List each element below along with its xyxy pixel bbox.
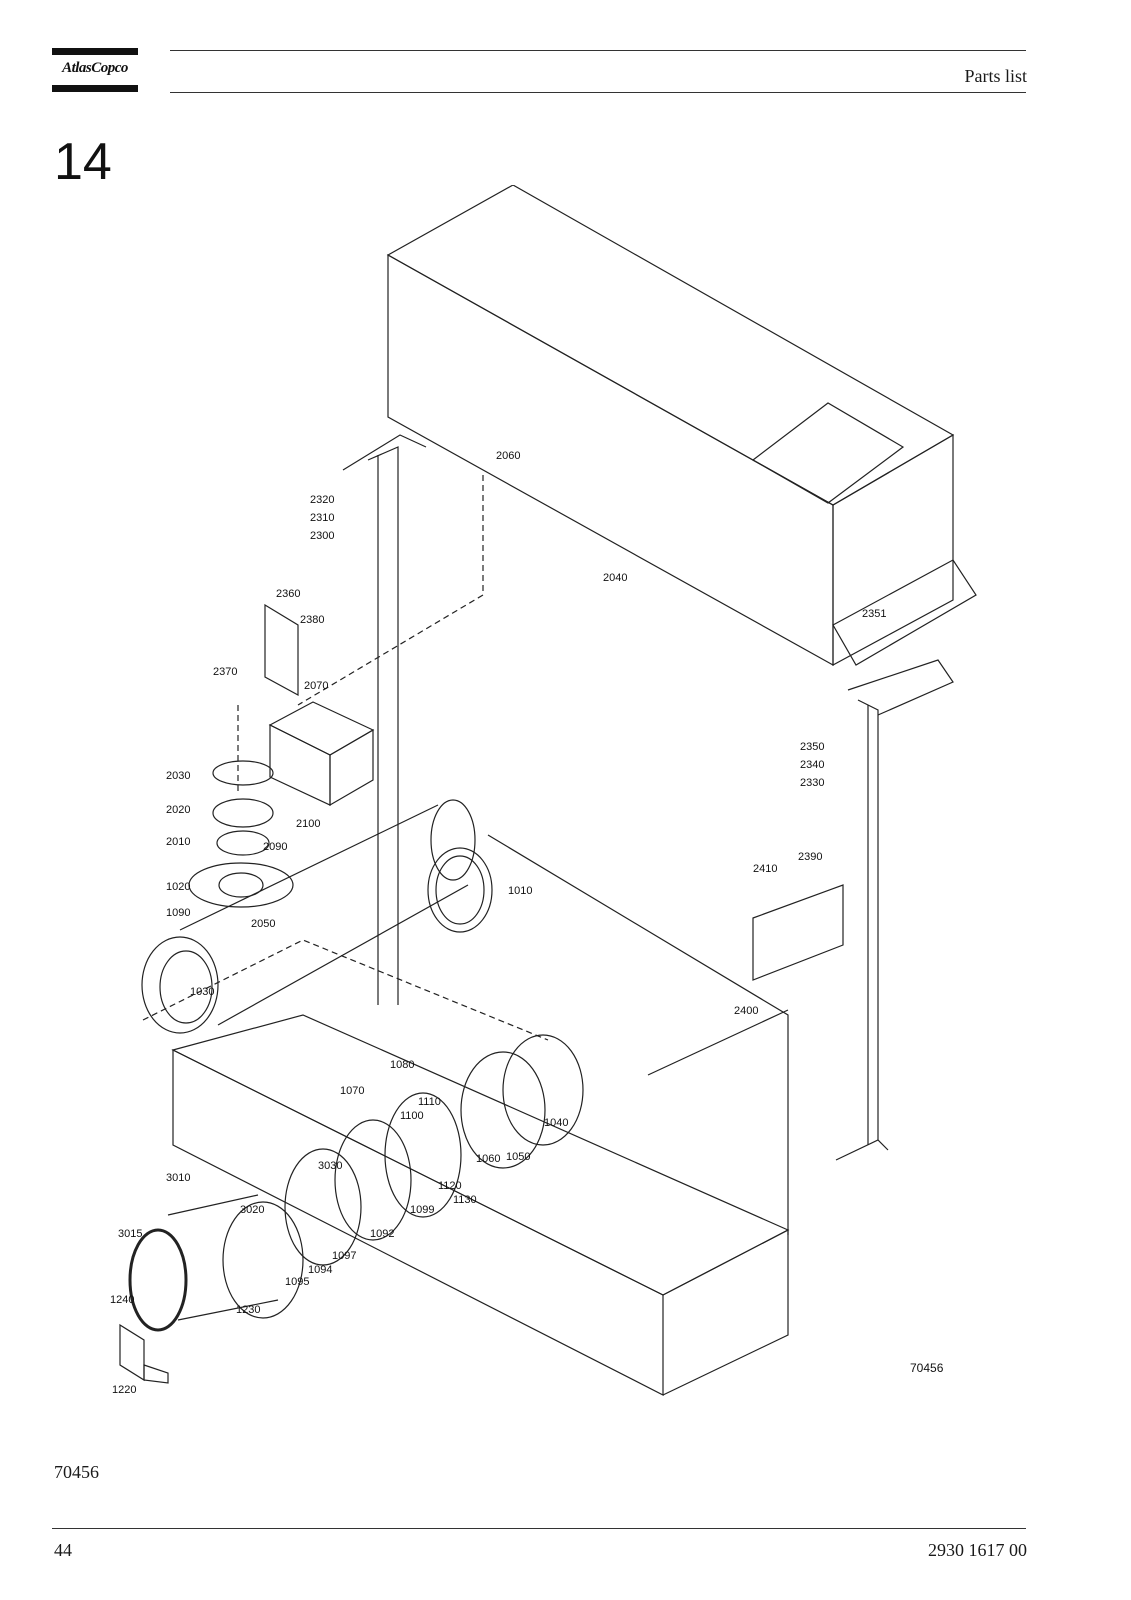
- callout-3010: 3010: [166, 1172, 190, 1184]
- callout-2370: 2370: [213, 666, 237, 678]
- callout-1092: 1092: [370, 1228, 394, 1240]
- callout-2040: 2040: [603, 572, 627, 584]
- callout-2070: 2070: [304, 680, 328, 692]
- section-number: 14: [54, 133, 112, 191]
- callout-1230: 1230: [236, 1304, 260, 1316]
- callout-1080: 1080: [390, 1059, 414, 1071]
- callout-3030: 3030: [318, 1160, 342, 1172]
- callout-2340: 2340: [800, 759, 824, 771]
- callout-3015: 3015: [118, 1228, 142, 1240]
- callout-1040: 1040: [544, 1117, 568, 1129]
- callout-2330: 2330: [800, 777, 824, 789]
- footer-rule: [52, 1528, 1026, 1529]
- callout-1010: 1010: [508, 885, 532, 897]
- callout-2310: 2310: [310, 512, 334, 524]
- callout-1110: 1110: [418, 1096, 441, 1108]
- page-number: 44: [54, 1540, 72, 1560]
- callout-labels: 2060 2320 2310 2300 2040 2360 2380 2370 …: [110, 450, 944, 1396]
- header-rule-top: [170, 50, 1026, 51]
- drawing-linework: [119, 185, 977, 1396]
- callout-1070: 1070: [340, 1085, 364, 1097]
- callout-2050: 2050: [251, 918, 275, 930]
- callout-1240: 1240: [110, 1294, 134, 1306]
- callout-1030: 1030: [190, 986, 214, 998]
- atlas-copco-logo: AtlasCopco: [52, 48, 138, 92]
- callout-1100: 1100: [400, 1110, 424, 1122]
- document-number: 2930 1617 00: [928, 1540, 1027, 1560]
- callout-2320: 2320: [310, 494, 334, 506]
- callout-2351: 2351: [862, 608, 886, 620]
- logo-bar-bottom: [52, 85, 138, 92]
- callout-2350: 2350: [800, 741, 824, 753]
- callout-3020: 3020: [240, 1204, 264, 1216]
- parts-drawing-svg: 2060 2320 2310 2300 2040 2360 2380 2370 …: [110, 185, 977, 1396]
- callout-2100: 2100: [296, 818, 320, 830]
- figure-id: 70456: [54, 1462, 99, 1482]
- exploded-parts-drawing: 2060 2320 2310 2300 2040 2360 2380 2370 …: [108, 185, 1008, 1430]
- callout-2380: 2380: [300, 614, 324, 626]
- callout-1097: 1097: [332, 1250, 356, 1262]
- callout-2390: 2390: [798, 851, 822, 863]
- callout-1130: 1130: [453, 1194, 477, 1206]
- callout-1094: 1094: [308, 1264, 332, 1276]
- callout-2410: 2410: [753, 863, 777, 875]
- callout-2360: 2360: [276, 588, 300, 600]
- callout-1220: 1220: [112, 1384, 136, 1396]
- callout-1099: 1099: [410, 1204, 434, 1216]
- callout-2060: 2060: [496, 450, 520, 462]
- callout-1050: 1050: [506, 1151, 530, 1163]
- callout-1060: 1060: [476, 1153, 500, 1165]
- callout-2010: 2010: [166, 836, 190, 848]
- callout-1120: 1120: [438, 1180, 462, 1192]
- callout-1020: 1020: [166, 881, 190, 893]
- callout-2030: 2030: [166, 770, 190, 782]
- callout-1090: 1090: [166, 907, 190, 919]
- logo-brand-text: AtlasCopco: [62, 60, 128, 76]
- drawing-reference-number: 70456: [910, 1361, 944, 1375]
- logo-bar-top: [52, 48, 138, 55]
- header-rule-bottom: [170, 92, 1026, 93]
- callout-2400: 2400: [734, 1005, 758, 1017]
- callout-2090: 2090: [263, 841, 287, 853]
- page-title: Parts list: [964, 66, 1027, 86]
- callout-2300: 2300: [310, 530, 334, 542]
- callout-1095: 1095: [285, 1276, 309, 1288]
- callout-2020: 2020: [166, 804, 190, 816]
